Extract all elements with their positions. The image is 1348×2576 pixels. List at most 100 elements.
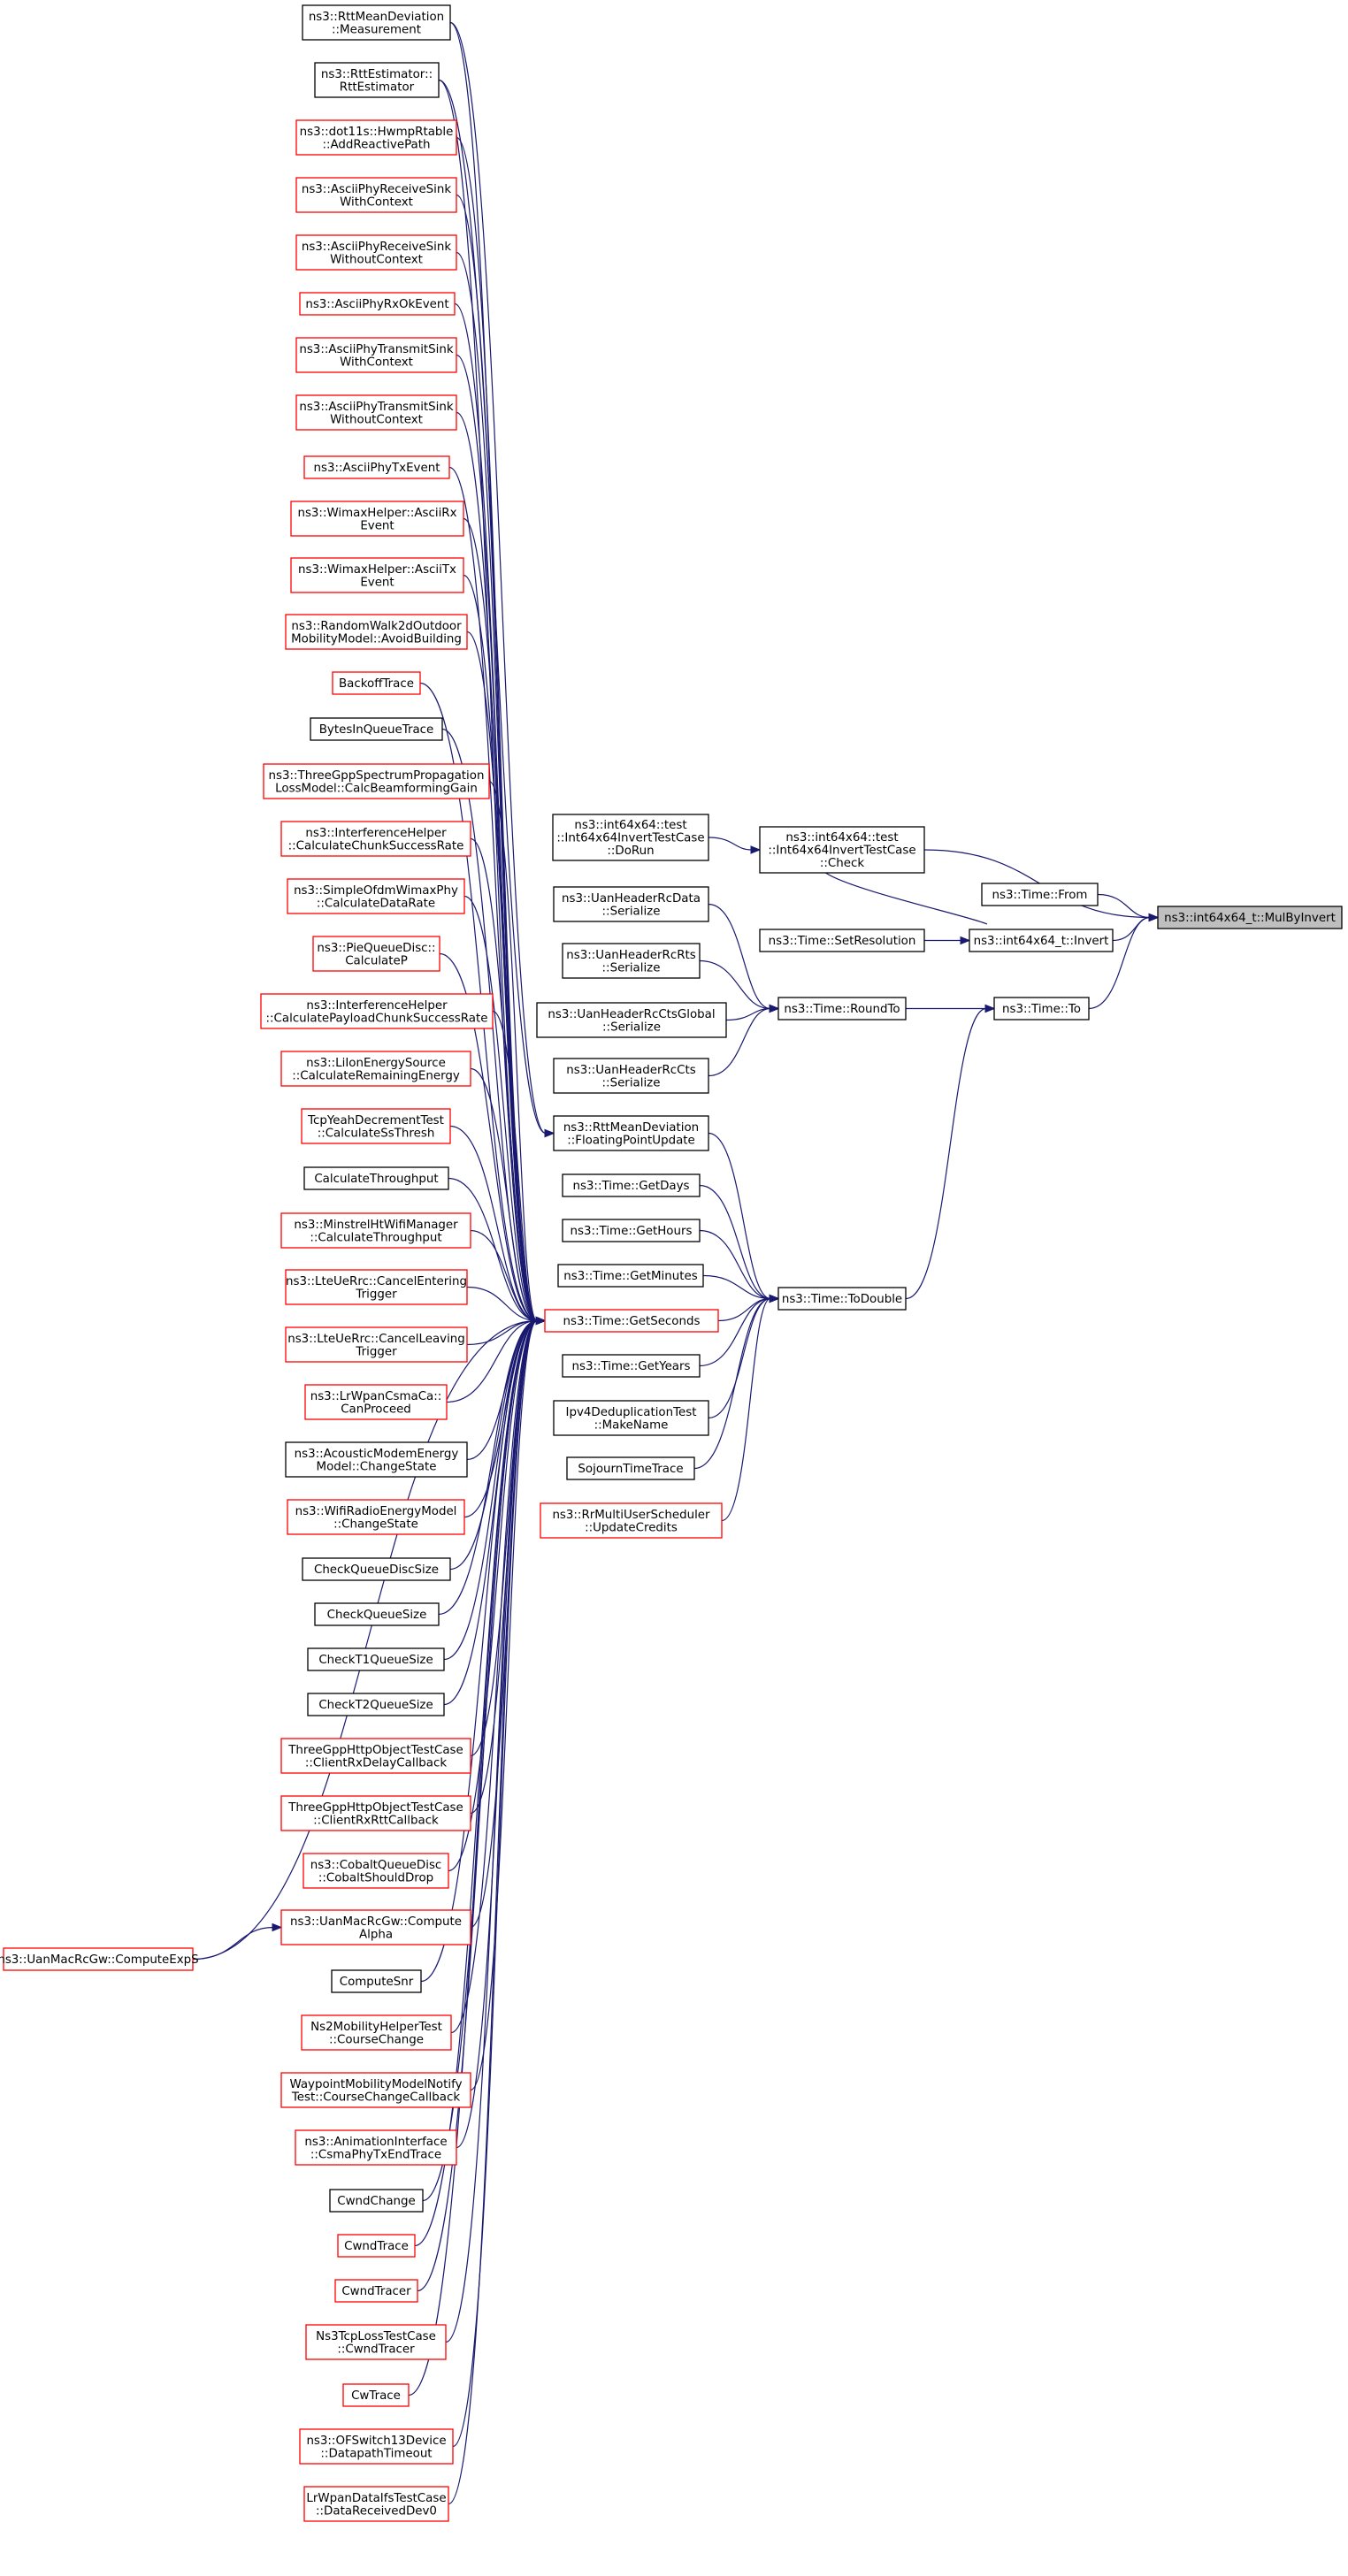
node-c16[interactable]: ns3::InterferenceHelper::CalculateChunkS… [280,821,471,857]
node-c6[interactable]: ns3::AsciiPhyRxOkEvent [299,292,456,316]
node-c3[interactable]: ns3::dot11s::HwmpRtable::AddReactivePath [295,119,457,156]
node-box [1157,906,1343,929]
edge-c23-to-getseconds [470,1229,538,1322]
node-c21[interactable]: TcpYeahDecrementTest::CalculateSsThresh [301,1108,451,1144]
node-box [332,671,421,695]
node-c27[interactable]: ns3::AcousticModemEnergyModel::ChangeSta… [285,1441,468,1478]
node-c28[interactable]: ns3::WifiRadioEnergyModel::ChangeState [287,1499,465,1535]
node-box [295,177,457,213]
node-uanrcrts[interactable]: ns3::UanHeaderRcRts::Serialize [562,943,701,979]
node-c9[interactable]: ns3::AsciiPhyTxEvent [303,455,450,479]
node-label: Trigger [355,1345,397,1358]
node-label: ns3::RttEstimator:: [321,68,433,81]
edge-dorun-to-check-arrowhead [750,845,762,854]
node-dorun[interactable]: ns3::int64x64::test::Int64x64InvertTestC… [552,814,709,861]
node-c15[interactable]: ns3::ThreeGppSpectrumPropagationLossMode… [263,763,490,799]
node-getdays[interactable]: ns3::Time::GetDays [562,1173,701,1197]
node-label: ns3::AsciiPhyTransmitSink [299,401,454,414]
node-box [295,234,457,271]
node-box [307,1647,445,1671]
node-uanrcdata[interactable]: ns3::UanHeaderRcData::Serialize [553,886,709,922]
node-todouble[interactable]: ns3::Time::ToDouble [777,1287,907,1311]
call-edges [192,21,1160,2505]
node-c44[interactable]: Ns3TcpLossTestCase::CwndTracer [305,2324,447,2360]
node-getyears[interactable]: ns3::Time::GetYears [562,1354,701,1378]
node-c35[interactable]: ns3::CobaltQueueDisc::CobaltShouldDrop [303,1853,449,1889]
node-c1[interactable]: ns3::RttMeanDeviation::Measurement [302,4,451,41]
node-c46[interactable]: ns3::OFSwitch13Device::DatapathTimeout [299,2428,454,2465]
node-roundto[interactable]: ns3::Time::RoundTo [777,997,907,1020]
node-c33[interactable]: ThreeGppHttpObjectTestCase::ClientRxDela… [280,1738,471,1774]
node-invert[interactable]: ns3::int64x64_t::Invert [969,929,1114,952]
node-c22[interactable]: CalculateThroughput [303,1166,449,1190]
node-box [290,501,464,537]
node-c45[interactable]: CwTrace [342,2383,410,2407]
node-c23[interactable]: ns3::MinstrelHtWifiManager::CalculateThr… [280,1212,471,1249]
node-box [562,943,701,979]
node-from[interactable]: ns3::Time::From [981,883,1099,906]
node-sojourn[interactable]: SojournTimeTrace [566,1456,695,1480]
node-mulbyinvert[interactable]: ns3::int64x64_t::MulByInvert [1157,906,1343,929]
node-c19[interactable]: ns3::InterferenceHelper::CalculatePayloa… [260,993,494,1029]
node-c32[interactable]: CheckT2QueueSize [307,1693,445,1716]
edge-c16-to-getseconds [470,837,538,1322]
node-c37[interactable]: ComputeSnr [331,1969,422,1993]
node-box [562,1219,701,1242]
node-c43[interactable]: CwndTracer [334,2279,418,2303]
node-c2[interactable]: ns3::RttEstimator::RttEstimator [314,62,440,98]
node-getseconds[interactable]: ns3::Time::GetSeconds [544,1309,719,1333]
node-label: ::MakeName [594,1418,669,1432]
edge-c46-to-getseconds [452,1319,538,2448]
node-box [553,1115,709,1151]
node-c40[interactable]: ns3::AnimationInterface::CsmaPhyTxEndTra… [295,2129,457,2166]
node-gethours[interactable]: ns3::Time::GetHours [562,1219,701,1242]
node-c47[interactable]: LrWpanDataIfsTestCase::DataReceivedDev0 [303,2486,449,2522]
node-getminutes[interactable]: ns3::Time::GetMinutes [557,1264,704,1288]
node-label: ::Serialize [602,961,661,975]
node-label: CheckT2QueueSize [318,1699,433,1712]
node-box [299,292,456,316]
node-label: ns3::AcousticModemEnergy [295,1448,459,1461]
edge-computeexps-to-getseconds-arrowhead [535,1316,547,1326]
node-c41[interactable]: CwndChange [329,2189,424,2213]
node-uanrcctsglobal[interactable]: ns3::UanHeaderRcCtsGlobal::Serialize [536,1002,727,1038]
node-c14[interactable]: BytesInQueueTrace [310,717,443,741]
node-c31[interactable]: CheckT1QueueSize [307,1647,445,1671]
node-c18[interactable]: ns3::PieQueueDisc::CalculateP [312,936,440,972]
node-label: BackoffTrace [339,677,414,691]
node-floatingpoint[interactable]: ns3::RttMeanDeviation::FloatingPointUpda… [553,1115,709,1151]
node-c42[interactable]: CwndTrace [337,2234,416,2258]
node-uanrccts[interactable]: ns3::UanHeaderRcCts::Serialize [553,1058,709,1094]
node-c17[interactable]: ns3::SimpleOfdmWimaxPhy::CalculateDataRa… [287,878,465,914]
node-setresolution[interactable]: ns3::Time::SetResolution [759,929,925,952]
node-c30[interactable]: CheckQueueSize [314,1602,440,1626]
node-c13[interactable]: BackoffTrace [332,671,421,695]
node-c29[interactable]: CheckQueueDiscSize [302,1557,451,1581]
node-to[interactable]: ns3::Time::To [993,997,1090,1020]
node-c26[interactable]: ns3::LrWpanCsmaCa::CanProceed [304,1384,448,1420]
node-box [295,394,457,431]
node-box [295,119,457,156]
node-box [260,993,494,1029]
node-updatecredits[interactable]: ns3::RrMultiUserScheduler::UpdateCredits [540,1502,723,1539]
node-c20[interactable]: ns3::LiIonEnergySource::CalculateRemaini… [280,1051,471,1087]
node-check[interactable]: ns3::int64x64::test::Int64x64InvertTestC… [759,826,925,874]
node-c38[interactable]: Ns2MobilityHelperTest::CourseChange [301,2014,452,2051]
node-makename[interactable]: Ipv4DeduplicationTest::MakeName [553,1400,709,1436]
node-c34[interactable]: ThreeGppHttpObjectTestCase::ClientRxRttC… [280,1795,471,1831]
node-label: ns3::int64x64_t::MulByInvert [1164,912,1336,925]
node-label: ns3::LiIonEnergySource [306,1057,446,1070]
node-computeexps[interactable]: ns3::UanMacRcGw::ComputeExpS [0,1947,199,1971]
node-c39[interactable]: WaypointMobilityModelNotifyTest::CourseC… [280,2072,471,2108]
node-label: RttEstimator [340,80,415,94]
node-c12[interactable]: ns3::RandomWalk2dOutdoorMobilityModel::A… [285,614,468,650]
